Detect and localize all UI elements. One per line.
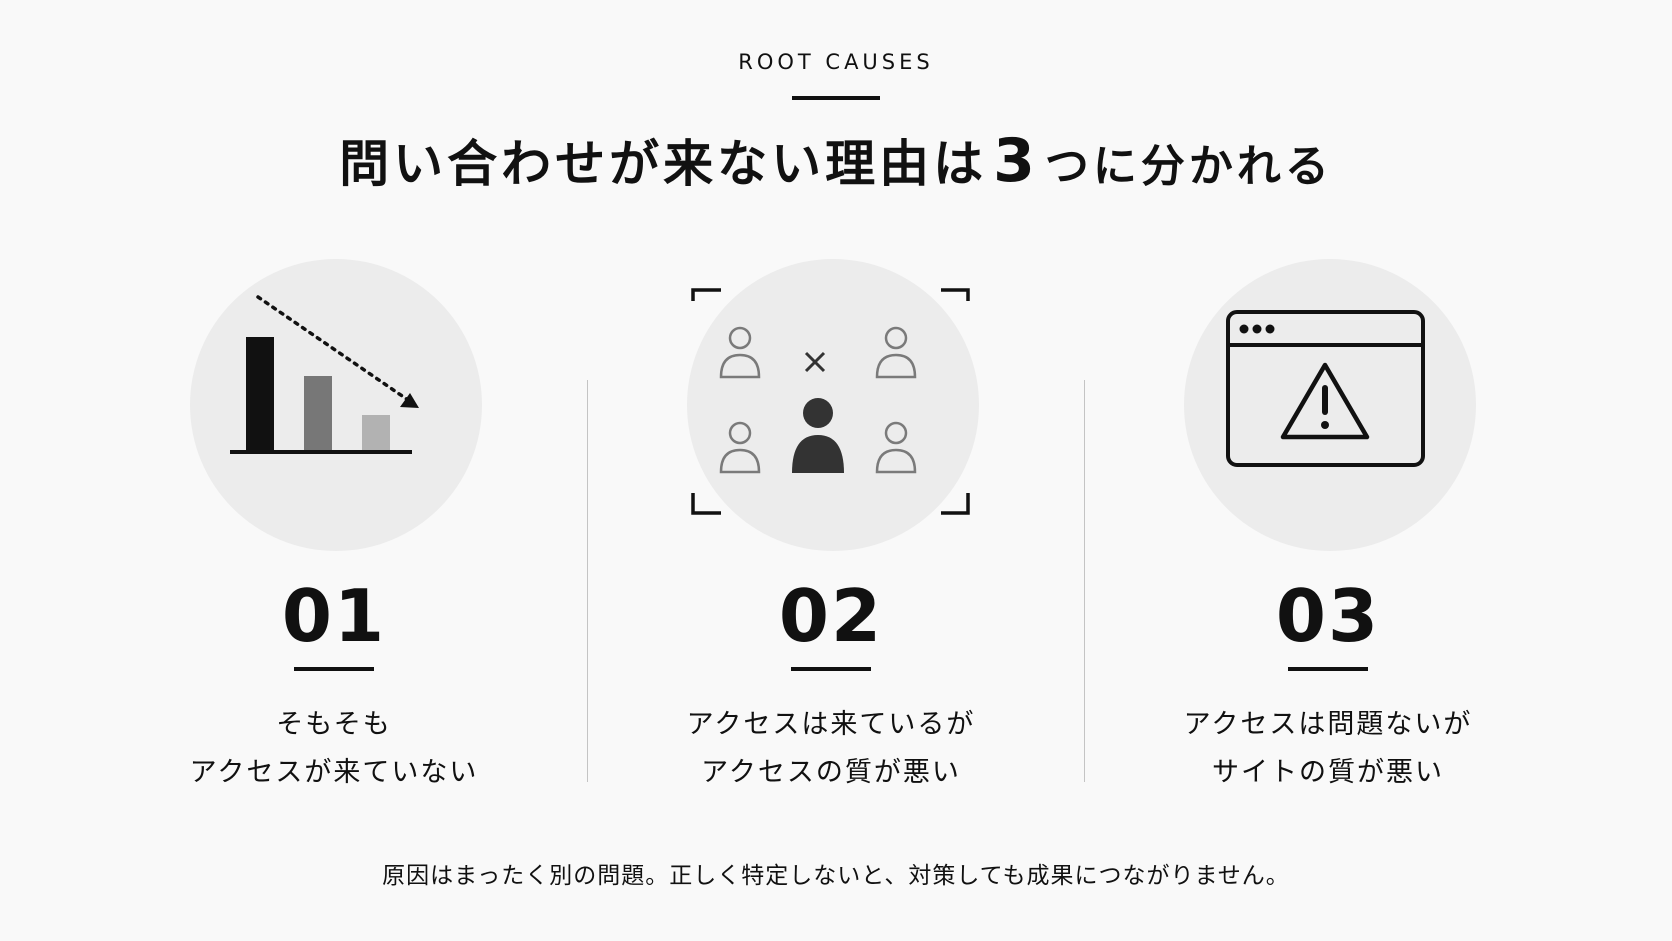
description-line: アクセスは問題ないが [1183, 709, 1473, 740]
icon-circle-bg [687, 259, 979, 551]
description-line: そもそも [276, 709, 392, 740]
cause-card-03: 03 アクセスは問題ないが サイトの質が悪い [1098, 255, 1558, 797]
cause-description-01: そもそも アクセスが来ていない [104, 701, 564, 797]
column-divider [587, 380, 588, 782]
declining-bar-chart-icon [230, 295, 419, 454]
cause-card-01: 01 そもそも アクセスが来ていない [104, 255, 564, 797]
browser-warning-icon [1226, 310, 1425, 467]
number-underline [1288, 667, 1368, 671]
title-text-after: つに分かれる [1044, 141, 1333, 192]
cause-number-02: 02 [778, 574, 884, 658]
eyebrow-underline [792, 96, 880, 100]
cause-number-03: 03 [1275, 574, 1381, 658]
icon-circle-bg [1184, 259, 1476, 551]
cause-description-02: アクセスは来ているが アクセスの質が悪い [601, 701, 1061, 797]
title-text-before: 問い合わせが来ない理由は [339, 135, 988, 193]
number-underline [294, 667, 374, 671]
cause-number-01: 01 [281, 574, 387, 658]
target-audience-icon [691, 288, 970, 515]
footer-note: 原因はまったく別の問題。正しく特定しないと、対策しても成果につながりません。 [382, 863, 1290, 889]
description-line: アクセスの質が悪い [701, 757, 961, 788]
cause-description-03: アクセスは問題ないが サイトの質が悪い [1098, 701, 1558, 797]
eyebrow-label: ROOT CAUSES [738, 50, 934, 74]
number-underline [791, 667, 871, 671]
title-number: 3 [993, 126, 1039, 196]
cause-card-02: 02 アクセスは来ているが アクセスの質が悪い [601, 255, 1061, 797]
description-line: サイトの質が悪い [1212, 757, 1444, 788]
cause-icon-02 [681, 255, 981, 555]
cause-icon-01 [184, 255, 484, 555]
description-line: アクセスは来ているが [686, 709, 976, 740]
cause-icon-03 [1178, 255, 1478, 555]
description-line: アクセスが来ていない [189, 757, 479, 788]
icon-circle-bg [190, 259, 482, 551]
column-divider [1084, 380, 1085, 782]
